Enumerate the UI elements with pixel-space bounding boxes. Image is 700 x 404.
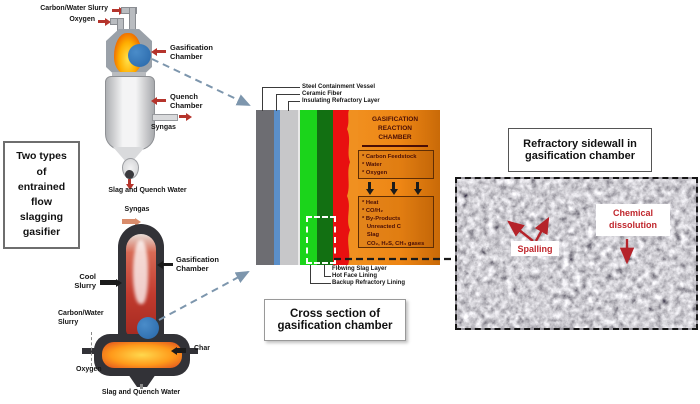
reaction-arrow-icon-3 [416,182,419,189]
top-gasifier-zoom-circle [128,44,151,67]
layer-ceramic-fiber [274,110,280,265]
slag-down-arrow-icon [128,179,131,184]
refractory-photo [455,177,698,330]
top-syngas-label: Syngas [151,124,176,131]
top-oxygen-arrow-icon [98,20,105,23]
bottom-gasifier-flame [102,342,182,368]
slag-droplet-tip [125,170,134,179]
bottom-gasification-chamber-label: Gasification Chamber [176,255,219,274]
chemical-dissolution-annotation: Chemical dissolution [596,204,670,236]
bottom-gasifier-zoom-circle [137,317,159,339]
bottom-slag-label: Slag and Quench Water [101,389,181,396]
bottom-slurry-label: Carbon/Water Slurry [58,310,104,326]
steel-callout-line [262,87,300,111]
quench-chamber-label: Quench Chamber [170,92,203,111]
layer-hot-face [317,110,333,265]
reaction-arrow-icon-2 [392,182,395,189]
refractory-caption-box: Refractory sidewall in gasification cham… [508,128,652,172]
sample-dashed-box [306,216,336,264]
char-label: Char [194,345,210,352]
bottom-oxygen-label: Oxygen [76,366,102,373]
steel-containment-label: Steel Containment Vessel [302,84,376,90]
insulating-callout-line [288,101,300,111]
layer-insulating-refractory [280,110,298,265]
oxygen-feed-pipe [82,348,96,354]
backup-callout-line [310,265,331,284]
syngas-outlet-pipe [152,114,178,121]
top-slurry-label: Carbon/Water Slurry [40,5,108,12]
riser-gas-streak [133,240,148,304]
chamber-inputs-box: * Carbon Feedstock * Water * Oxygen [358,150,434,179]
top-slurry-arrow-icon [112,9,119,12]
top-gasification-chamber-label: Gasification Chamber [170,43,213,62]
photo-annotation-arrows [507,216,635,265]
flowing-slag-label: Flowing Slag Layer [332,266,387,272]
bottom-gasifier-funnel [128,374,156,387]
bottom-syngas-arrow-icon [122,219,135,224]
zoom-connector-bottom [158,271,250,321]
cross-section-caption-box: Cross section of gasification chamber [264,299,406,341]
syngas-arrow-icon [179,115,186,118]
bottom-gasification-chamber-arrow-icon [163,263,173,266]
insulating-refractory-label: Insulating Refractory Layer [302,98,380,104]
rock-texture [457,179,696,328]
top-oxygen-label: Oxygen [69,16,95,23]
backup-refractory-label: Backup Refractory Lining [332,280,406,286]
cool-slurry-label: Cool Slurry [74,272,96,291]
slag-callout-line [338,265,339,269]
reaction-chamber-title: GASIFICATION REACTION CHAMBER [371,116,419,142]
ceramic-callout-line [276,94,300,111]
bottom-slag-stem [140,384,143,389]
top-slag-label: Slag and Quench Water [108,187,187,194]
cool-slurry-arrow-icon [100,280,116,285]
chamber-outputs-box: * Heat * CO/H₂ * By-Products Unreacted C… [358,196,434,248]
layer-chamber-orange [352,110,440,265]
bottom-syngas-label: Syngas [124,206,150,213]
ceramic-fiber-label: Ceramic Fiber [302,91,343,97]
hot-face-label: Hot Face Lining [332,273,377,279]
layer-gap [298,110,300,265]
hotface-callout-line [324,265,331,277]
char-feed-pipe [186,348,198,354]
slag-wavy-boundary [347,110,358,265]
spalling-annotation: Spalling [511,241,559,256]
layer-steel-containment [256,110,274,265]
oxygen-feed-dashed-line [91,332,92,366]
reaction-arrow-icon-1 [368,182,371,189]
quench-chamber-body [105,76,155,150]
gasification-chamber-arrow-icon [157,50,166,53]
two-types-text-box: Two types of entrained flow slagging gas… [3,141,80,249]
layer-backup-refractory [300,110,317,265]
quench-chamber-arrow-icon [157,99,166,102]
char-arrow-icon [177,348,186,353]
title-underline [362,145,428,147]
